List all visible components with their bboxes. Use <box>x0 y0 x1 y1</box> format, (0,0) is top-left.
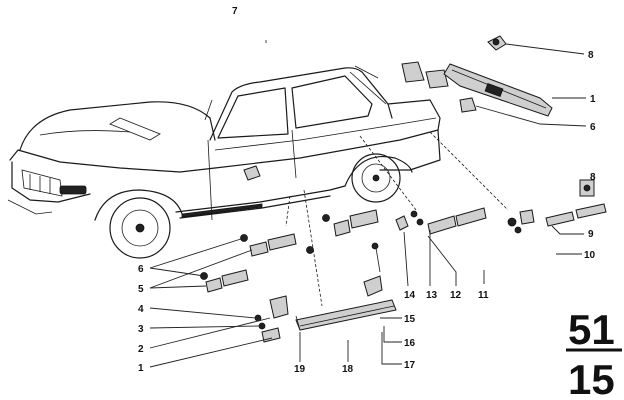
parts-lower-left <box>200 209 397 343</box>
callout-19: 19 <box>294 364 306 375</box>
page-code-bottom: 15 <box>568 356 615 400</box>
leader-lines <box>149 40 595 368</box>
callout-3: 3 <box>138 324 144 335</box>
callout-10: 10 <box>584 250 596 261</box>
callout-15: 15 <box>404 314 416 325</box>
callout-1-top: 1 <box>590 94 596 105</box>
callout-13: 13 <box>426 290 438 301</box>
callout-12: 12 <box>450 290 462 301</box>
car-illustration <box>7 65 441 259</box>
parts-upper-right <box>363 35 607 297</box>
callout-4: 4 <box>138 304 144 315</box>
callout-8-right: 8 <box>590 172 596 183</box>
callout-14: 14 <box>404 290 416 301</box>
page-code-top: 51 <box>568 306 615 353</box>
page-code: 51 15 <box>566 306 622 400</box>
callout-labels: 7 8 1 6 8 9 10 11 12 13 14 6 5 4 3 2 1 1… <box>138 6 596 375</box>
callout-1-left: 1 <box>138 363 144 374</box>
callout-17: 17 <box>404 360 416 371</box>
callout-5: 5 <box>138 284 144 295</box>
callout-9: 9 <box>588 229 594 240</box>
callout-16: 16 <box>404 338 416 349</box>
callout-8-top: 8 <box>588 50 594 61</box>
callout-6-left: 6 <box>138 264 144 275</box>
callout-7: 7 <box>232 6 238 17</box>
callout-11: 11 <box>478 290 489 301</box>
callout-2: 2 <box>138 344 144 355</box>
callout-18: 18 <box>342 364 354 375</box>
callout-6-right: 6 <box>590 122 596 133</box>
